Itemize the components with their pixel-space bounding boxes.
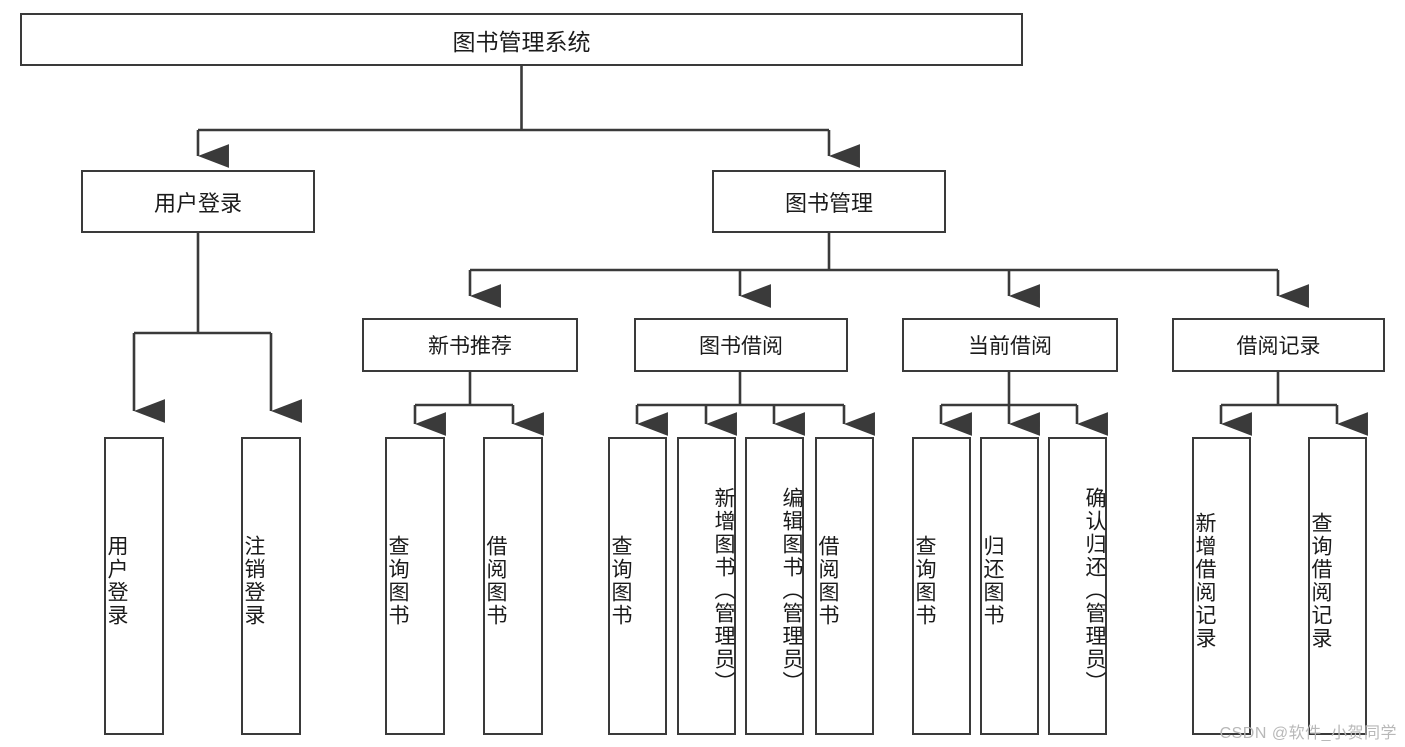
node-label: 图书管理 (784, 190, 873, 216)
node-label: 用户登录 (105, 535, 128, 627)
leaf-borrow-book-borrow[interactable]: 借阅图书 (815, 437, 874, 735)
leaf-logout-login[interactable]: 注销登录 (241, 437, 301, 735)
leaf-query-borrow-record[interactable]: 查询借阅记录 (1308, 437, 1367, 735)
leaf-confirm-return-admin[interactable]: 确认归还（管理员） (1048, 437, 1107, 735)
node-label: 编辑图书（管理员） (780, 486, 803, 694)
node-new-book-recommend[interactable]: 新书推荐 (362, 318, 578, 372)
node-label: 借阅图书 (484, 535, 507, 627)
leaf-borrow-book-recommend[interactable]: 借阅图书 (483, 437, 543, 735)
node-label: 注销登录 (242, 535, 265, 627)
leaf-edit-book-admin[interactable]: 编辑图书（管理员） (745, 437, 804, 735)
leaf-query-book-recommend[interactable]: 查询图书 (385, 437, 445, 735)
node-book-borrow[interactable]: 图书借阅 (634, 318, 848, 372)
node-label: 用户登录 (153, 190, 242, 216)
node-user-login[interactable]: 用户登录 (81, 170, 315, 233)
node-label: 图书借阅 (699, 335, 783, 358)
node-label: 确认归还（管理员） (1083, 486, 1106, 694)
leaf-add-borrow-record[interactable]: 新增借阅记录 (1192, 437, 1251, 735)
node-root-book-management-system[interactable]: 图书管理系统 (20, 13, 1023, 66)
node-label: 图书管理系统 (452, 28, 591, 55)
leaf-query-book-borrow[interactable]: 查询图书 (608, 437, 667, 735)
node-current-borrow[interactable]: 当前借阅 (902, 318, 1118, 372)
node-label: 新增借阅记录 (1193, 512, 1216, 650)
node-label: 借阅图书 (816, 535, 839, 627)
node-label: 借阅记录 (1236, 335, 1321, 358)
leaf-add-book-admin[interactable]: 新增图书（管理员） (677, 437, 736, 735)
node-label: 新增图书（管理员） (712, 486, 735, 694)
node-label: 新书推荐 (428, 335, 512, 358)
node-label: 当前借阅 (968, 335, 1052, 358)
csdn-watermark: CSDN @软件_小贺同学 (1219, 725, 1397, 742)
node-label: 查询图书 (386, 535, 409, 627)
leaf-return-book[interactable]: 归还图书 (980, 437, 1039, 735)
leaf-query-book-current[interactable]: 查询图书 (912, 437, 971, 735)
node-label: 查询图书 (913, 535, 936, 627)
leaf-user-login[interactable]: 用户登录 (104, 437, 164, 735)
node-borrow-record[interactable]: 借阅记录 (1172, 318, 1385, 372)
node-book-manage[interactable]: 图书管理 (712, 170, 946, 233)
node-label: 查询借阅记录 (1309, 512, 1332, 650)
node-label: 查询图书 (609, 535, 632, 627)
node-label: 归还图书 (981, 535, 1004, 627)
